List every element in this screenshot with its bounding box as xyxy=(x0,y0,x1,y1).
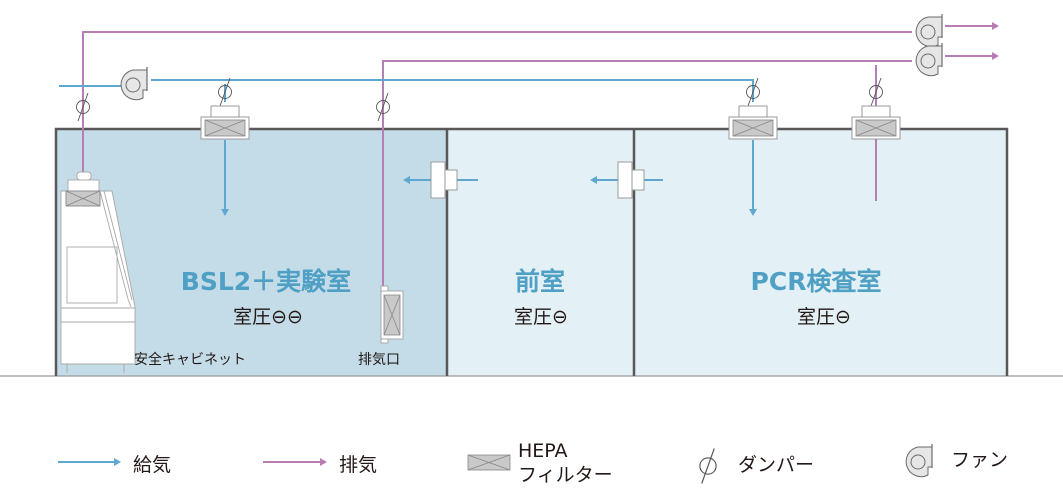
supply-arrow-heads xyxy=(221,176,757,216)
fan-icon xyxy=(905,443,933,478)
legend-item-fan: ファン xyxy=(905,443,1008,478)
legend-hepa-label-line1: HEPA xyxy=(518,440,568,462)
hepa-supply-unit-pcr xyxy=(728,105,778,140)
safety-cabinet xyxy=(60,171,136,373)
legend-item-exhaust: 排気 xyxy=(263,454,377,476)
room-pressure-pcr: 室圧⊖ xyxy=(797,306,851,328)
room-pcr-fill xyxy=(634,129,1007,376)
damper-icon xyxy=(699,447,717,485)
exhaust-arrow-head xyxy=(992,52,999,60)
arrow-head-icon xyxy=(320,458,327,466)
pressure-label: 室圧 xyxy=(514,306,552,328)
negative-pressure-symbols: ⊖⊖ xyxy=(271,306,303,328)
pressure-label: 室圧 xyxy=(797,306,835,328)
room-pressure-anteroom: 室圧⊖ xyxy=(514,306,568,328)
room-title-anteroom: 前室 xyxy=(515,267,565,296)
legend-hepa-label-line2: フィルター xyxy=(518,464,613,486)
exhaust-fan-icon xyxy=(915,42,943,77)
legend-item-damper: ダンパー xyxy=(699,447,814,485)
exhaust-fan-icon xyxy=(915,13,943,48)
exhaust-arrow-head xyxy=(992,22,999,30)
pressure-label: 室圧 xyxy=(233,306,271,328)
room-anteroom-fill xyxy=(447,129,634,376)
room-pressure-bsl2: 室圧⊖⊖ xyxy=(233,306,303,328)
room-title-pcr: PCR検査室 xyxy=(751,267,882,296)
legend-item-hepa: HEPA フィルター xyxy=(467,440,613,486)
legend-damper-label: ダンパー xyxy=(738,454,814,476)
exhaust-ducts xyxy=(82,25,995,288)
legend-fan-label: ファン xyxy=(951,449,1008,471)
room-title-bsl2: BSL2＋実験室 xyxy=(181,267,351,296)
supply-ducts xyxy=(59,79,754,212)
legend-exhaust-label: 排気 xyxy=(339,454,377,476)
negative-pressure-symbols: ⊖ xyxy=(835,306,851,328)
exhaust-port-label: 排気口 xyxy=(358,352,400,368)
supply-fan-icon xyxy=(120,66,148,101)
arrow-head-icon xyxy=(114,458,121,466)
legend-supply-label: 給気 xyxy=(133,454,171,476)
safety-cabinet-label: 安全キャビネット xyxy=(134,351,246,368)
legend-item-supply: 給気 xyxy=(58,454,171,476)
hepa-supply-unit-bsl2 xyxy=(200,105,250,140)
legend: 給気 排気 HEPA フィルター ダンパー ファン xyxy=(58,440,1008,486)
hepa-exhaust-unit-pcr xyxy=(851,105,901,140)
hepa-filter-icon xyxy=(467,454,511,471)
exhaust-port xyxy=(380,285,404,344)
negative-pressure-symbols: ⊖ xyxy=(552,306,568,328)
